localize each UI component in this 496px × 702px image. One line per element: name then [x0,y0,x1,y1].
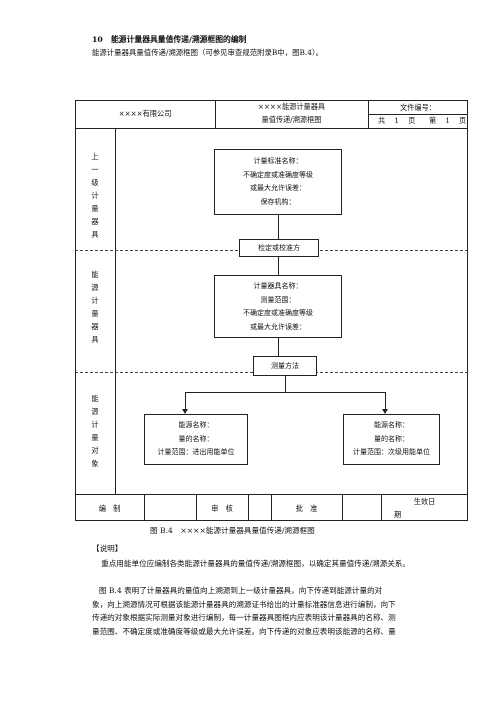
meter-info-box: 计量器具名称： 测量范围： 不确定度或准确度等级 或最大允许误差： [214,275,342,338]
diagram-title-line1: ××××能源计量器具 [257,102,326,111]
current-page: 1 [445,116,450,125]
energy-object-left-box: 能源名称： 量的名称： 计量范围：进出用能单位 [144,414,248,465]
section-subtitle: 能源计量器具量值传递/溯源框图（可参见审查规范附录B中，图B.4）。 [92,48,324,57]
section-label-upper: 上一级计量器具 [91,152,99,239]
measurement-standard-box: 计量标准名称： 不确定度或准确度等级 或最大允许误差： 保存机构： [214,149,342,215]
arrow-down-icon [182,409,188,414]
reviewed-by-label: 审 核 [211,504,233,513]
arrow-down-icon [382,409,388,414]
diagram-title-line2: 量值传递/溯源框图 [261,115,322,124]
measurement-method-box: 测量方法 [253,356,317,376]
effective-date-label-line1: 生效日 [413,497,436,506]
section-heading: 10 能源计量器具量值传递/溯源框图的编制 [92,35,246,46]
file-number-label: 文件编号： [400,103,436,112]
approved-by-label: 批 准 [295,504,318,513]
section-label-meter: 能源计量器具 [91,270,99,344]
effective-date-label-line2: 期 [394,510,402,519]
energy-object-right-box: 能源名称： 量的名称： 计量范围：次级用能单位 [343,414,440,465]
verification-method-box: 检定或校准方 [239,239,319,257]
company-name: ××××有限公司 [118,109,172,118]
prepared-by-label: 编 制 [98,504,121,513]
figure-caption: 图 B.4 ××××能源计量器具量值传递/溯源框图 [150,526,315,535]
notes-paragraph-1: 重点用能单位应编制各类能源计量器具的量值传递/溯源框图，以确定其量值传递/溯源关… [101,559,410,568]
section-number: 10 [92,35,103,44]
section-title: 能源计量器具量值传递/溯源框图的编制 [111,35,247,44]
section-label-object: 能源计量对象 [91,394,99,468]
notes-paragraph-2: 图 B.4 表明了计量器具的量值向上溯源到上一级计量器具，向下传递到能源计量的对… [92,586,396,636]
total-pages: 1 [394,116,399,125]
page-info: 共 1 页 第 1 页 [378,116,467,125]
notes-heading: 【说明】 [92,544,123,553]
